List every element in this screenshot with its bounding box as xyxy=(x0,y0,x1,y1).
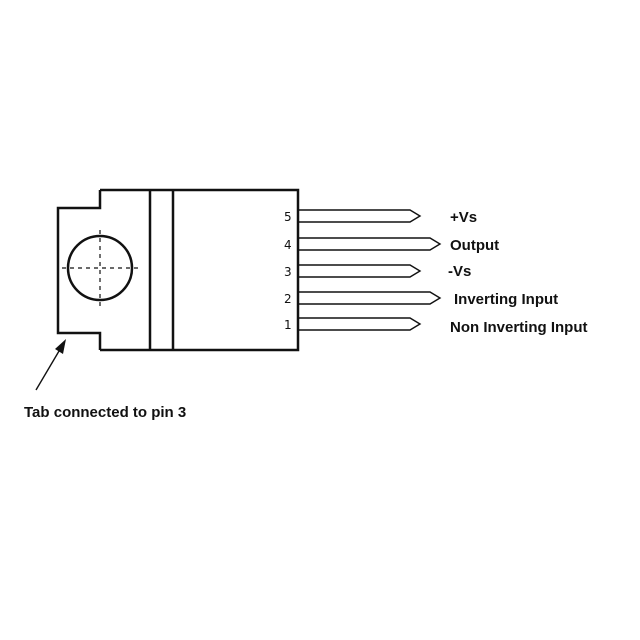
mounting-tab xyxy=(56,190,102,350)
pin-number-3: 3 xyxy=(284,265,292,279)
pin-label-5: +Vs xyxy=(450,209,477,226)
pin-lead-1 xyxy=(298,317,422,331)
mounting-hole xyxy=(66,234,134,302)
pin-label-2: Inverting Input xyxy=(454,291,558,308)
pin-lead-5 xyxy=(298,209,422,223)
pin-number-2: 2 xyxy=(284,292,292,306)
pin-lead-3 xyxy=(298,264,422,278)
package-body xyxy=(100,188,300,352)
arrow-head-icon xyxy=(55,339,66,354)
tab-note: Tab connected to pin 3 xyxy=(24,404,186,421)
pin-number-1: 1 xyxy=(284,318,292,332)
pin-number-4: 4 xyxy=(284,238,292,252)
pin-leads xyxy=(298,209,442,331)
pin-lead-2 xyxy=(298,291,442,305)
pin-lead-4 xyxy=(298,237,442,251)
tab-arrow xyxy=(35,339,66,391)
pin-label-3: -Vs xyxy=(448,263,471,280)
pin-number-5: 5 xyxy=(284,210,292,224)
pin-label-4: Output xyxy=(450,237,499,254)
pin-label-1: Non Inverting Input xyxy=(450,319,587,336)
